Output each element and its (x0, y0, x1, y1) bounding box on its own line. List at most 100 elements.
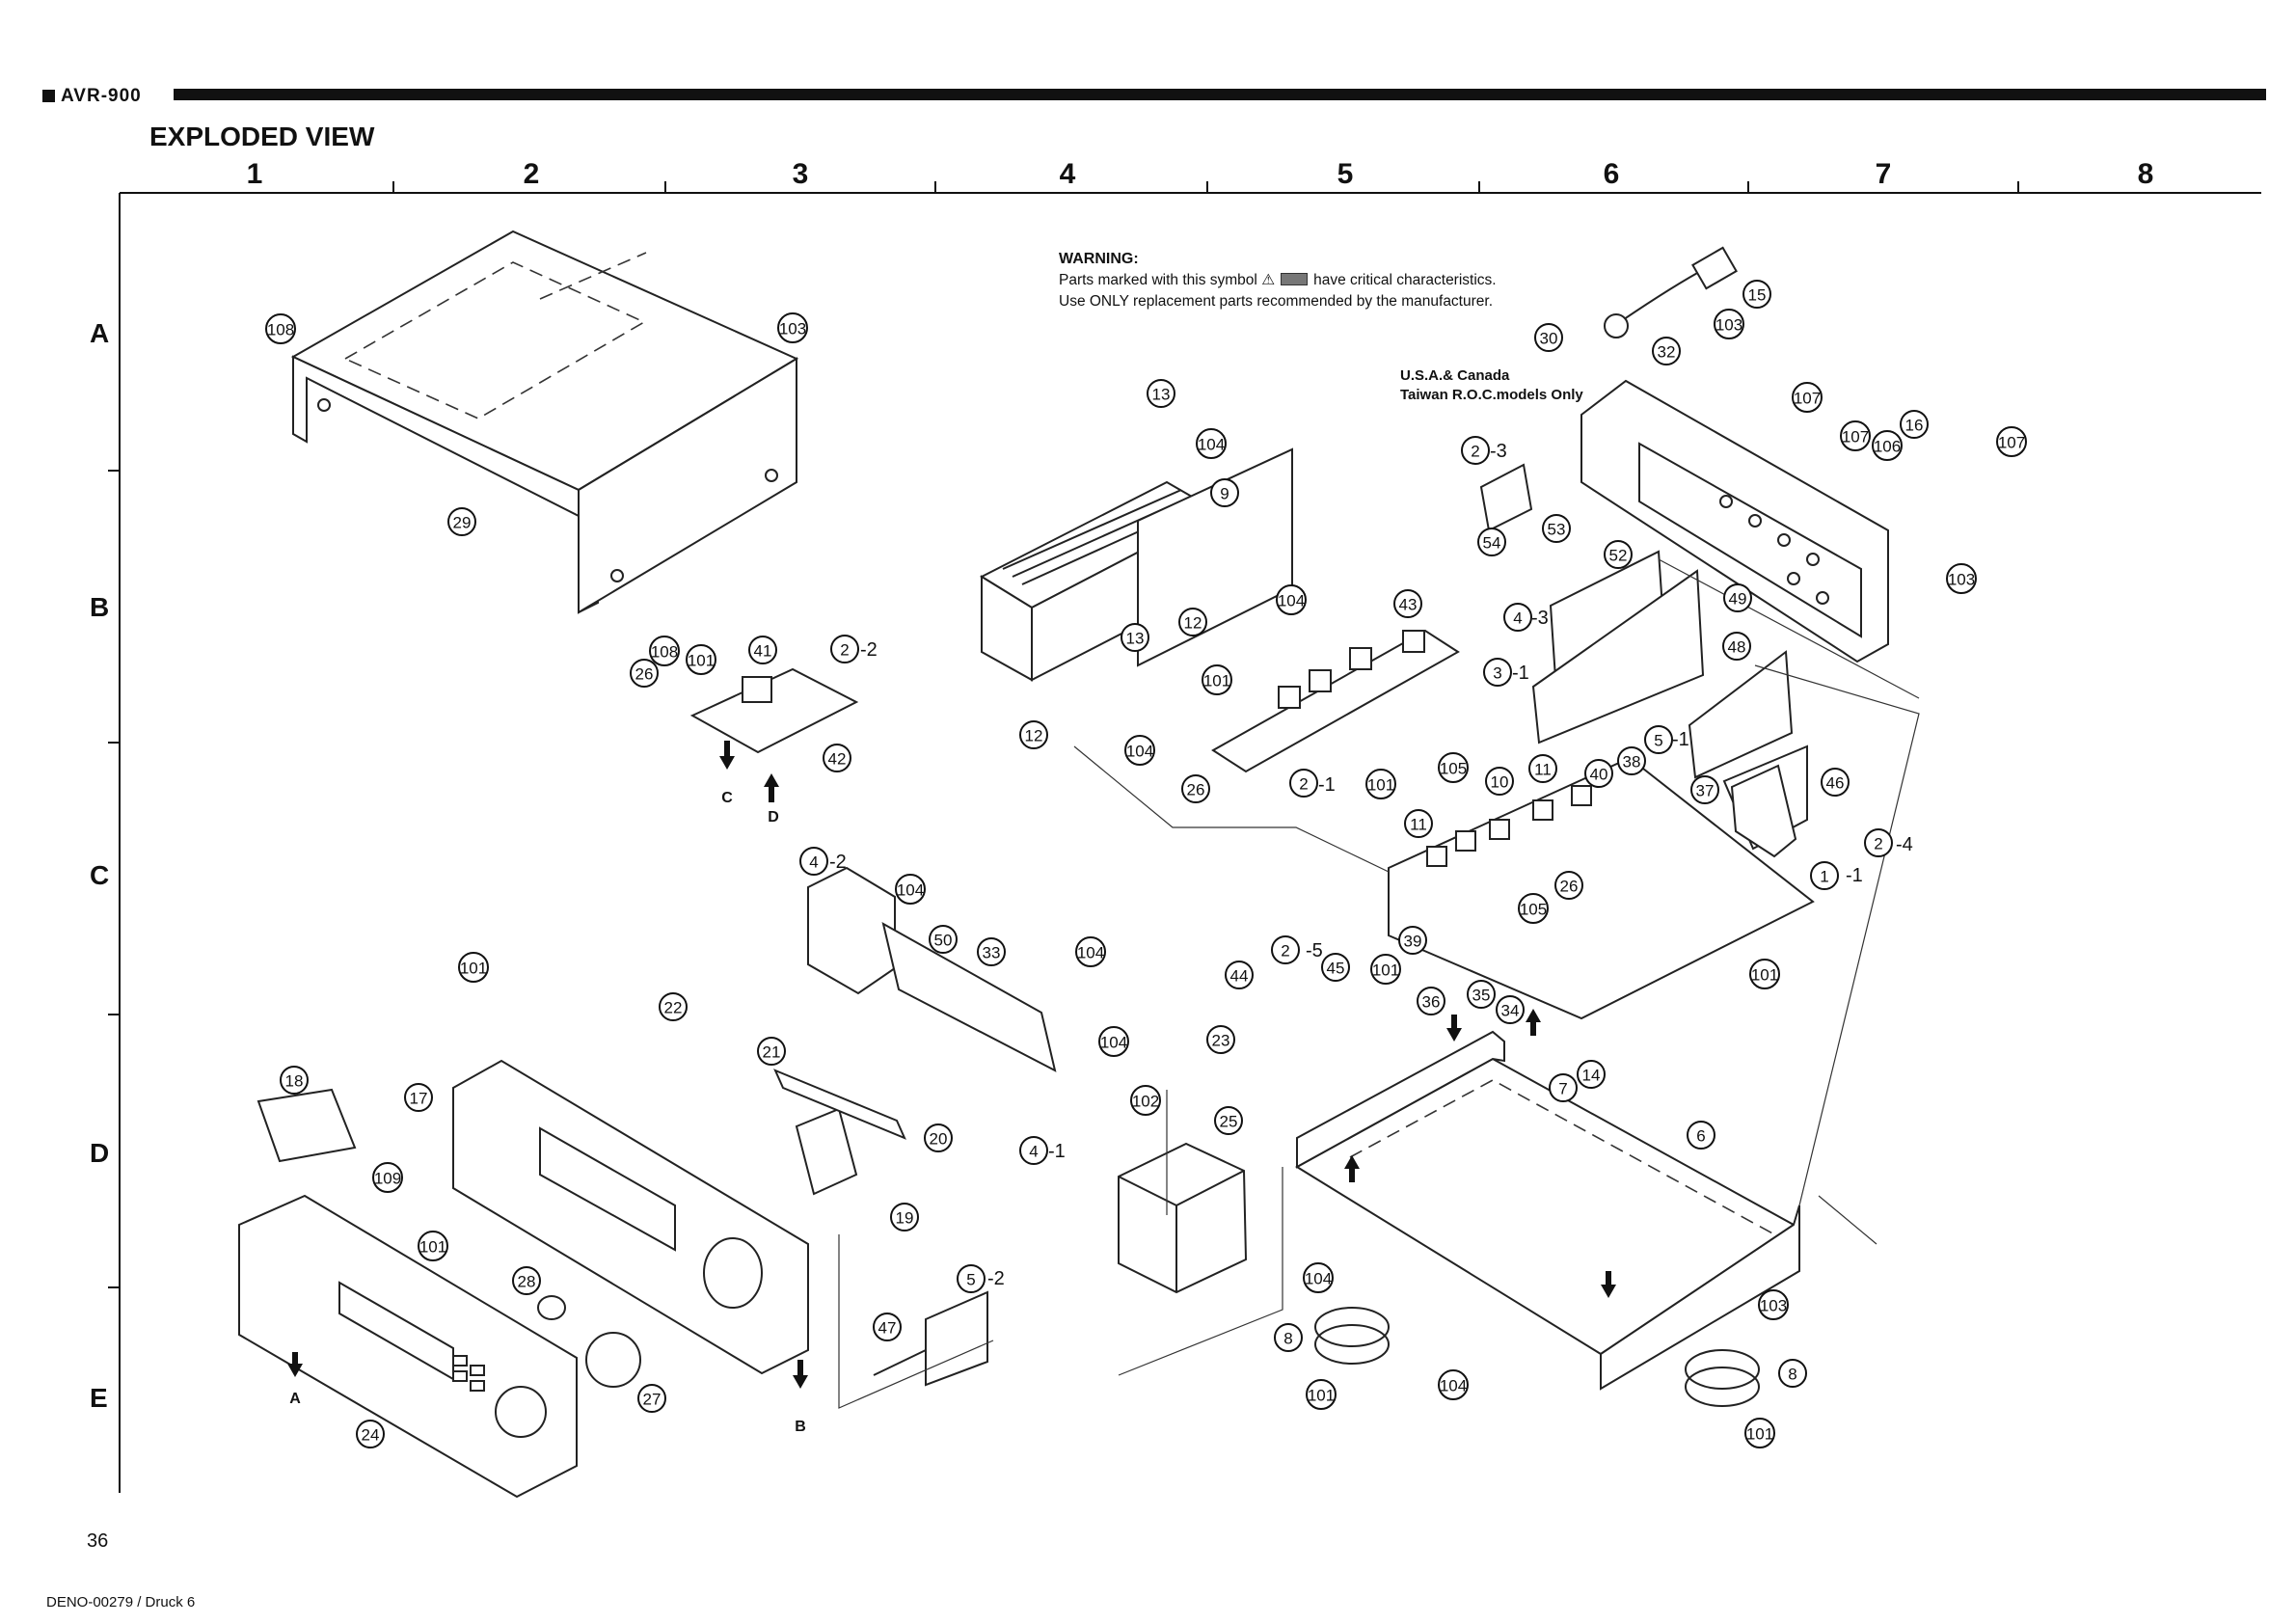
warning-line-2: Use ONLY replacement parts recommended b… (1059, 293, 1494, 310)
callout-16: 16 (1900, 410, 1929, 439)
callout-label: 105 (1520, 901, 1547, 919)
callout-22: 22 (659, 992, 688, 1021)
callout-2: 2 (1271, 935, 1300, 964)
callout-label: 103 (1715, 316, 1742, 335)
callout-49: 49 (1723, 583, 1752, 612)
callout-label: 34 (1501, 1002, 1520, 1020)
callout-104: 104 (1124, 735, 1155, 766)
callout-label: 15 (1748, 286, 1767, 305)
callout-suffix: -5 (1306, 940, 1323, 961)
callout-42: 42 (823, 744, 851, 772)
callout-label: 102 (1132, 1093, 1159, 1111)
callout-label: 10 (1491, 773, 1509, 792)
callout-1: 1 (1810, 861, 1839, 890)
callout-label: 26 (1560, 878, 1579, 896)
callout-26: 26 (630, 659, 659, 688)
callout-label: 43 (1399, 596, 1418, 614)
callout-label: 11 (1534, 761, 1552, 779)
callout-label: 101 (1367, 776, 1394, 795)
callout-104: 104 (1196, 428, 1227, 459)
callout-label: 101 (688, 652, 715, 670)
callout-5: 5 (957, 1264, 986, 1293)
connector-arrow-a-chassis (1344, 1155, 1360, 1182)
callout-label: 13 (1126, 630, 1145, 648)
callout-10: 10 (1485, 767, 1514, 796)
callout-6: 6 (1687, 1121, 1715, 1150)
page-number: 36 (87, 1530, 109, 1552)
warning-line-1-pre: Parts marked with this symbol (1059, 272, 1257, 288)
callout-label: 24 (362, 1426, 380, 1445)
small-pcb-2-2 (689, 667, 859, 754)
callout-27: 27 (637, 1384, 666, 1413)
callout-label: 20 (930, 1130, 948, 1149)
callout-label: 45 (1327, 960, 1345, 978)
callout-label: 39 (1404, 933, 1422, 951)
callout-54: 54 (1477, 528, 1506, 556)
callout-label: 7 (1558, 1080, 1567, 1098)
display-window-part (257, 1088, 357, 1163)
callout-13: 13 (1147, 379, 1175, 408)
callout-label: 28 (518, 1273, 536, 1291)
callout-43: 43 (1393, 589, 1422, 618)
grid-row-d: D (90, 1138, 110, 1168)
callout-9: 9 (1210, 478, 1239, 507)
callout-label: 101 (1308, 1387, 1335, 1405)
transformer-part (1118, 1142, 1248, 1294)
main-pcb-part (1211, 629, 1460, 773)
connector-arrow-b-chassis (1601, 1271, 1616, 1298)
callout-suffix: -1 (1672, 729, 1689, 750)
callout-suffix: -1 (1512, 663, 1529, 684)
callout-104: 104 (1098, 1026, 1129, 1057)
callout-label: 101 (419, 1238, 446, 1257)
callout-52: 52 (1604, 540, 1633, 569)
callout-32: 32 (1652, 337, 1681, 365)
callout-45: 45 (1321, 953, 1350, 982)
callout-108: 108 (649, 636, 680, 666)
callout-12: 12 (1178, 608, 1207, 636)
grid-row-c: C (90, 860, 110, 890)
grid-column-4: 4 (1059, 158, 1076, 190)
callout-105: 105 (1518, 893, 1549, 924)
grid-column-8: 8 (2137, 158, 2154, 190)
callout-107: 107 (1792, 382, 1823, 413)
callout-label: 108 (651, 643, 678, 662)
callout-label: 29 (453, 514, 472, 532)
callout-label: 13 (1152, 386, 1171, 404)
front-subchassis-part (452, 1059, 809, 1375)
callout-label: 21 (763, 1043, 781, 1062)
callout-46: 46 (1821, 768, 1850, 797)
callout-suffix: -2 (860, 639, 878, 661)
callout-label: 14 (1582, 1067, 1601, 1085)
callout-suffix: -3 (1531, 608, 1549, 629)
callout-101: 101 (1365, 769, 1396, 799)
callout-suffix: -1 (1318, 774, 1336, 796)
callout-label: 103 (1948, 571, 1975, 589)
callout-label: 104 (1440, 1377, 1467, 1395)
grid-row-a: A (90, 318, 110, 348)
callout-2: 2 (1864, 828, 1893, 857)
callout-20: 20 (924, 1123, 953, 1152)
callout-label: 105 (1440, 760, 1467, 778)
callout-label: 26 (635, 665, 654, 684)
callout-53: 53 (1542, 514, 1571, 543)
grid-column-6: 6 (1603, 158, 1620, 190)
grid-column-3: 3 (792, 158, 809, 190)
callout-5: 5 (1644, 725, 1673, 754)
callout-label: 4 (1029, 1143, 1038, 1161)
callout-105: 105 (1438, 752, 1469, 783)
critical-part-shade-icon (1281, 273, 1309, 285)
input-knob-part (537, 1295, 566, 1320)
callout-label: 5 (966, 1271, 975, 1289)
callout-44: 44 (1225, 961, 1254, 989)
callout-label: 47 (878, 1319, 897, 1338)
callout-25: 25 (1214, 1106, 1243, 1135)
callout-label: 101 (1203, 672, 1230, 690)
callout-label: 49 (1729, 590, 1747, 609)
callout-label: 32 (1658, 343, 1676, 362)
callout-37: 37 (1690, 775, 1719, 804)
callout-label: 11 (1410, 816, 1427, 834)
foot-part-right (1685, 1349, 1760, 1407)
callout-label: 107 (1842, 428, 1869, 447)
callout-34: 34 (1496, 995, 1525, 1024)
callout-17: 17 (404, 1083, 433, 1112)
